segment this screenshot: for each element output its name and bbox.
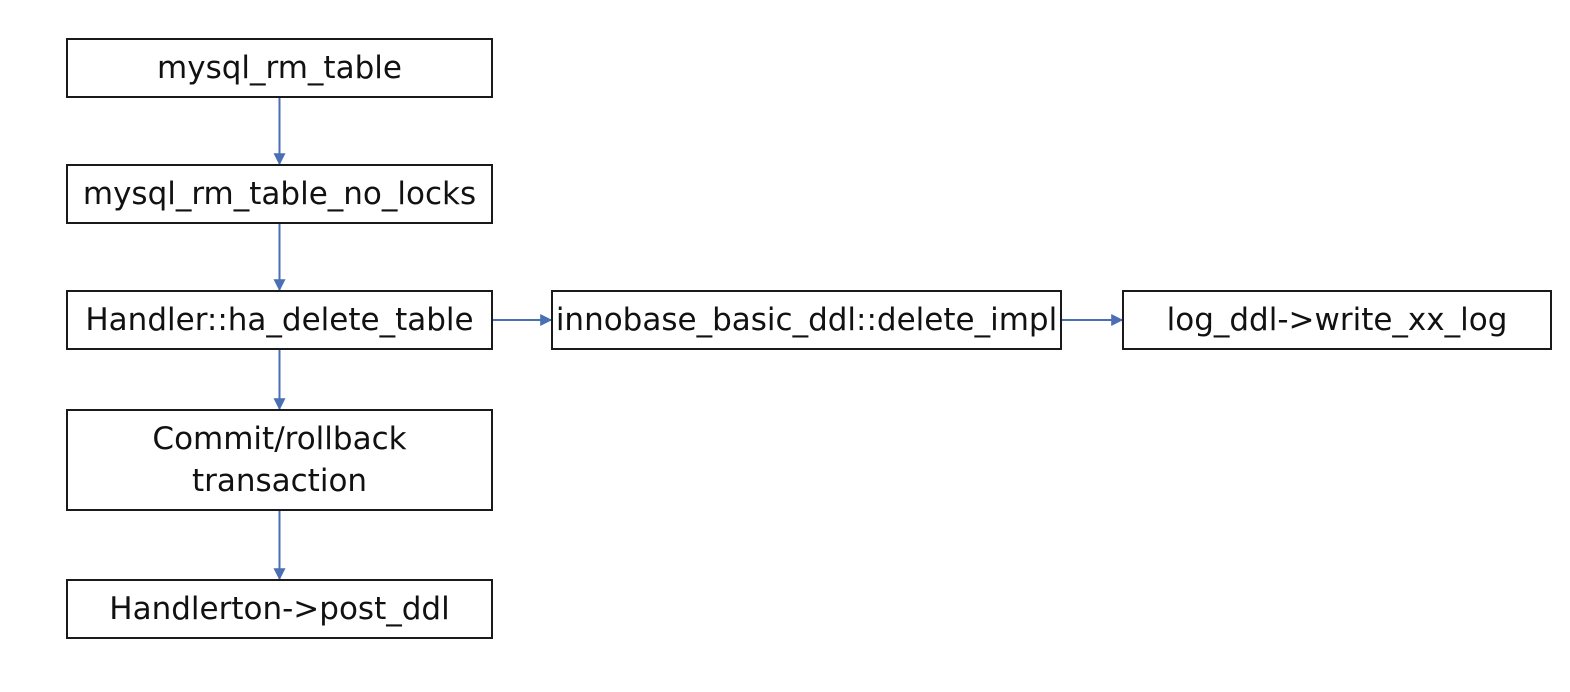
node-innobase-delete-impl: innobase_basic_ddl::delete_impl	[551, 290, 1062, 350]
node-mysql-rm-table: mysql_rm_table	[66, 38, 493, 98]
node-handlerton-post-ddl: Handlerton->post_ddl	[66, 579, 493, 639]
node-ha-delete-table: Handler::ha_delete_table	[66, 290, 493, 350]
node-mysql-rm-table-no-locks: mysql_rm_table_no_locks	[66, 164, 493, 224]
node-commit-rollback-transaction: Commit/rollback transaction	[66, 409, 493, 511]
node-log-ddl-write-log: log_ddl->write_xx_log	[1122, 290, 1552, 350]
